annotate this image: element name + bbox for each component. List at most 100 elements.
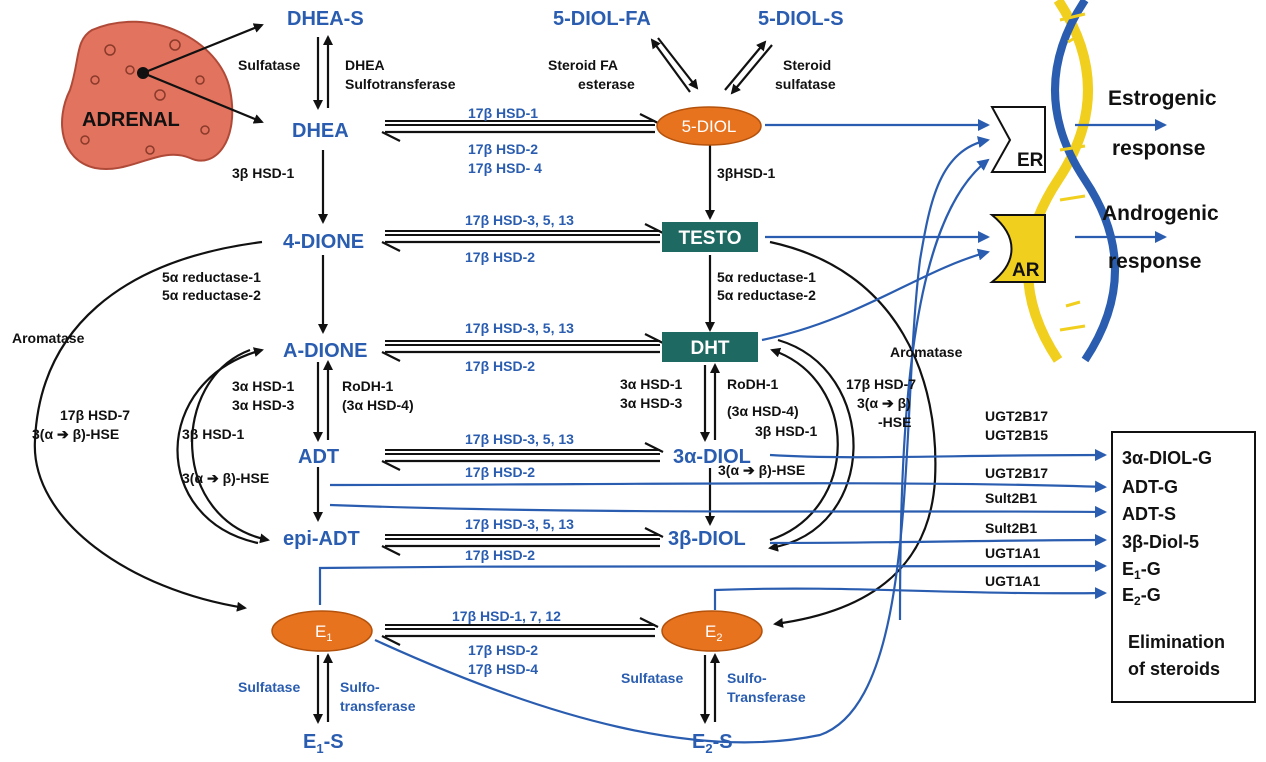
enzyme-3a-hsd-4-left: (3α HSD-4) [342,397,414,413]
enzyme-e1-sulfatase: Sulfatase [238,679,300,695]
enzyme-hse-right-2: -HSE [878,414,911,430]
enzyme-dhea-sulfo-1: DHEA [345,57,385,73]
enzyme-3a-hsd-3-mid: 3α HSD-3 [620,395,683,411]
ellipse-e2 [661,610,763,652]
enzyme-17b-hsd-4-a: 17β HSD- 4 [468,160,542,176]
enzyme-sulfatase: Sulfatase [238,57,300,73]
enzyme-17b-hsd-7-left: 17β HSD-7 [60,407,130,423]
node-4-dione: 4-DIONE [283,231,364,253]
node-dht: DHT [690,338,729,359]
enzyme-sult2b1-a: Sult2B1 [985,490,1037,506]
enzyme-17b-hsd-4-f: 17β HSD-4 [468,661,538,677]
enzyme-labels: Sulfatase DHEA Sulfotransferase Steroid … [12,57,1048,714]
enzyme-17b-hsd-3513-a: 17β HSD-3, 5, 13 [465,212,574,228]
node-5-diol: 5-DIOL [682,117,737,136]
er-receptor-icon [990,106,1046,173]
enzyme-ugt2b15: UGT2B15 [985,427,1048,443]
node-dhea: DHEA [292,120,349,142]
metabolite-nodes: DHEA-S DHEA 5-DIOL-FA 5-DIOL-S 5-DIOL 4-… [271,8,844,756]
node-a-dione: A-DIONE [283,340,367,362]
node-e1: E1 [315,622,332,644]
elimination-box: 3α-DIOL-G ADT-G ADT-S 3β-Diol-5 E1-G E2-… [1111,431,1256,703]
enzyme-hse-right-1: 3(α ➔ β) [857,395,911,411]
node-epi-adt: epi-ADT [283,528,360,550]
node-adt: ADT [298,446,339,468]
enzyme-steroid-sulf-1: Steroid [783,57,831,73]
elim-adt-s: ADT-S [1122,504,1176,524]
dna-helix-icon [1023,0,1119,363]
box-testo [662,222,758,252]
androgen-receptor: AR [989,214,1046,283]
estrogenic-response-label: response [1112,137,1205,160]
enzyme-17b-hsd-2-c: 17β HSD-2 [465,358,535,374]
enzyme-steroid-fa-1: Steroid FA [548,57,618,73]
enzyme-e2-sulfo-2: Transferase [727,689,806,705]
enzyme-3b-hsd-1-left2: 3β HSD-1 [182,426,244,442]
enzyme-17b-hsd-3513-b: 17β HSD-3, 5, 13 [465,320,574,336]
node-3b-diol: 3β-DIOL [668,528,746,550]
node-3a-diol: 3α-DIOL [673,446,751,468]
node-e1-s: E1-S [303,731,344,756]
box-dht [662,332,758,362]
enzyme-steroid-sulf-2: sulfatase [775,76,836,92]
node-dhea-s: DHEA-S [287,8,364,30]
er-label: ER [1017,150,1044,171]
enzyme-17b-hsd-3513-d: 17β HSD-3, 5, 13 [465,516,574,532]
node-e2-s: E2-S [692,731,733,756]
enzyme-3b-hsd-1-left: 3β HSD-1 [232,165,294,181]
enzyme-17b-hsd-7-right: 17β HSD-7 [846,376,916,392]
ar-label: AR [1012,260,1040,281]
enzyme-3a-hsd-1-left: 3α HSD-1 [232,378,295,394]
enzyme-17b-hsd-3513-c: 17β HSD-3, 5, 13 [465,431,574,447]
elim-3b-diol-5: 3β-Diol-5 [1122,532,1199,552]
elim-caption-1: Elimination [1128,632,1225,652]
androgenic-response-label: response [1108,250,1201,273]
enzyme-e1-sulfo-1: Sulfo- [340,679,380,695]
adrenal-to-dhea-arrow [142,71,264,124]
enzyme-17b-hsd-1: 17β HSD-1 [468,105,538,121]
estrogen-receptor: ER [990,106,1046,173]
horizontal-arrows [381,113,664,646]
elim-e2-g: E2-G [1122,585,1161,608]
enzyme-aromatase-left: Aromatase [12,330,85,346]
adrenal-to-dheas-arrow [142,23,264,75]
elim-3a-diol-g: 3α-DIOL-G [1122,448,1212,468]
enzyme-17b-hsd-2-f: 17β HSD-2 [468,642,538,658]
adrenal-gland-icon: ADRENAL [61,20,234,171]
node-5-diol-s: 5-DIOL-S [758,8,844,30]
enzyme-ugt1a1-a: UGT1A1 [985,545,1040,561]
elim-e1-g: E1-G [1122,559,1161,582]
enzyme-17b-hsd-2-e: 17β HSD-2 [465,547,535,563]
enzyme-aromatase-right: Aromatase [890,344,963,360]
enzyme-17b-hsd-1712: 17β HSD-1, 7, 12 [452,608,561,624]
enzyme-5a-red-1-left: 5α reductase-1 [162,269,261,285]
enzyme-e2-sulfo-1: Sulfo- [727,670,767,686]
node-e2: E2 [705,622,722,644]
adrenal-label: ADRENAL [82,109,180,131]
enzyme-e2-sulfatase: Sulfatase [621,670,683,686]
enzyme-sult2b1-b: Sult2B1 [985,520,1037,536]
enzyme-3a-hsd-4-mid: (3α HSD-4) [727,403,799,419]
curved-arrows [33,240,937,628]
enzyme-5a-red-2-left: 5α reductase-2 [162,287,261,303]
enzyme-ugt2b17-b: UGT2B17 [985,465,1048,481]
enzyme-3b-hsd-1-mid2: 3β HSD-1 [755,423,817,439]
enzyme-3b-hsd-1-mid: 3βHSD-1 [717,165,776,181]
enzyme-5a-red-2-mid: 5α reductase-2 [717,287,816,303]
androgenic-label: Androgenic [1102,202,1219,225]
enzyme-17b-hsd-2-d: 17β HSD-2 [465,464,535,480]
enzyme-e1-sulfo-2: transferase [340,698,416,714]
enzyme-hse-mid: 3(α ➔ β)-HSE [718,462,805,478]
node-5-diol-fa: 5-DIOL-FA [553,8,651,30]
enzyme-rodh-1-mid: RoDH-1 [727,376,779,392]
ellipse-5-diol [656,106,762,146]
blue-arrows [318,119,1167,744]
estrogenic-label: Estrogenic [1108,87,1217,110]
elim-caption-2: of steroids [1128,659,1220,679]
enzyme-17b-hsd-2-a: 17β HSD-2 [468,141,538,157]
enzyme-5a-red-1-mid: 5α reductase-1 [717,269,816,285]
enzyme-3a-hsd-1-mid: 3α HSD-1 [620,376,683,392]
enzyme-dhea-sulfo-2: Sulfotransferase [345,76,456,92]
node-testo: TESTO [679,228,742,249]
